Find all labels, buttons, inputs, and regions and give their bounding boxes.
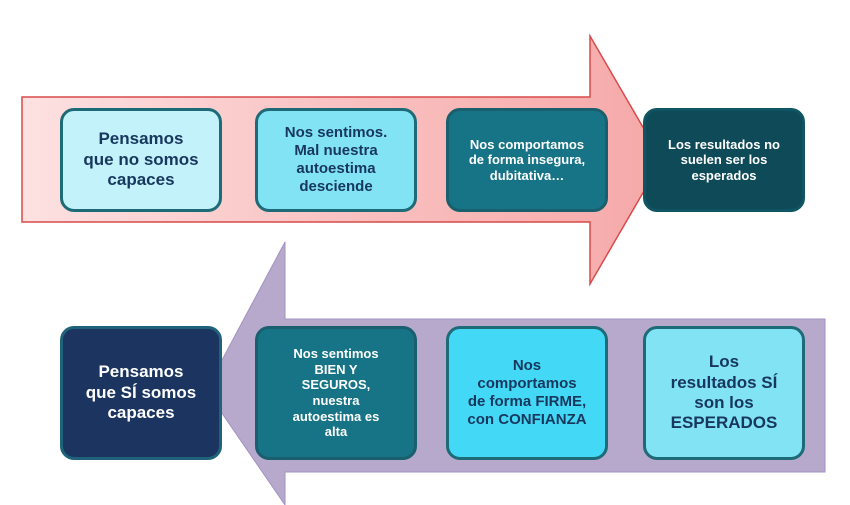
flow-box-think-not-capable: Pensamos que no somos capaces	[60, 108, 222, 212]
flow-box-think-capable: Pensamos que SÍ somos capaces	[60, 326, 222, 460]
flow-box-feel-low-selfesteem: Nos sentimos. Mal nuestra autoestima des…	[255, 108, 417, 212]
flow-box-results-expected: Los resultados SÍ son los ESPERADOS	[643, 326, 805, 460]
flow-box-results-not-expected: Los resultados no suelen ser los esperad…	[643, 108, 805, 212]
flow-box-feel-good-secure: Nos sentimos BIEN Y SEGUROS, nuestra aut…	[255, 326, 417, 460]
flow-box-behave-firm: Nos comportamos de forma FIRME, con CONF…	[446, 326, 608, 460]
flow-box-behave-insecure: Nos comportamos de forma insegura, dubit…	[446, 108, 608, 212]
